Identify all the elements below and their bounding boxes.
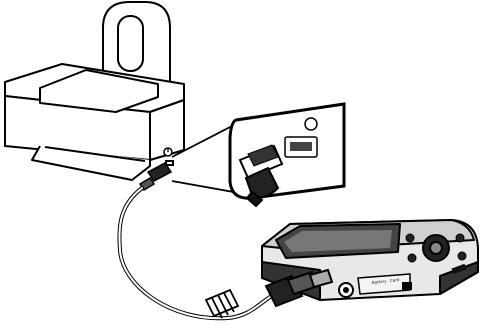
paper-support-slot bbox=[118, 16, 143, 71]
usb-cable bbox=[119, 188, 278, 318]
camera-label-card: Card bbox=[390, 277, 400, 283]
printer bbox=[5, 2, 184, 180]
zoom-callout bbox=[230, 104, 344, 206]
indicator-light-icon bbox=[305, 118, 317, 130]
ferrite-core-icon bbox=[206, 290, 238, 318]
